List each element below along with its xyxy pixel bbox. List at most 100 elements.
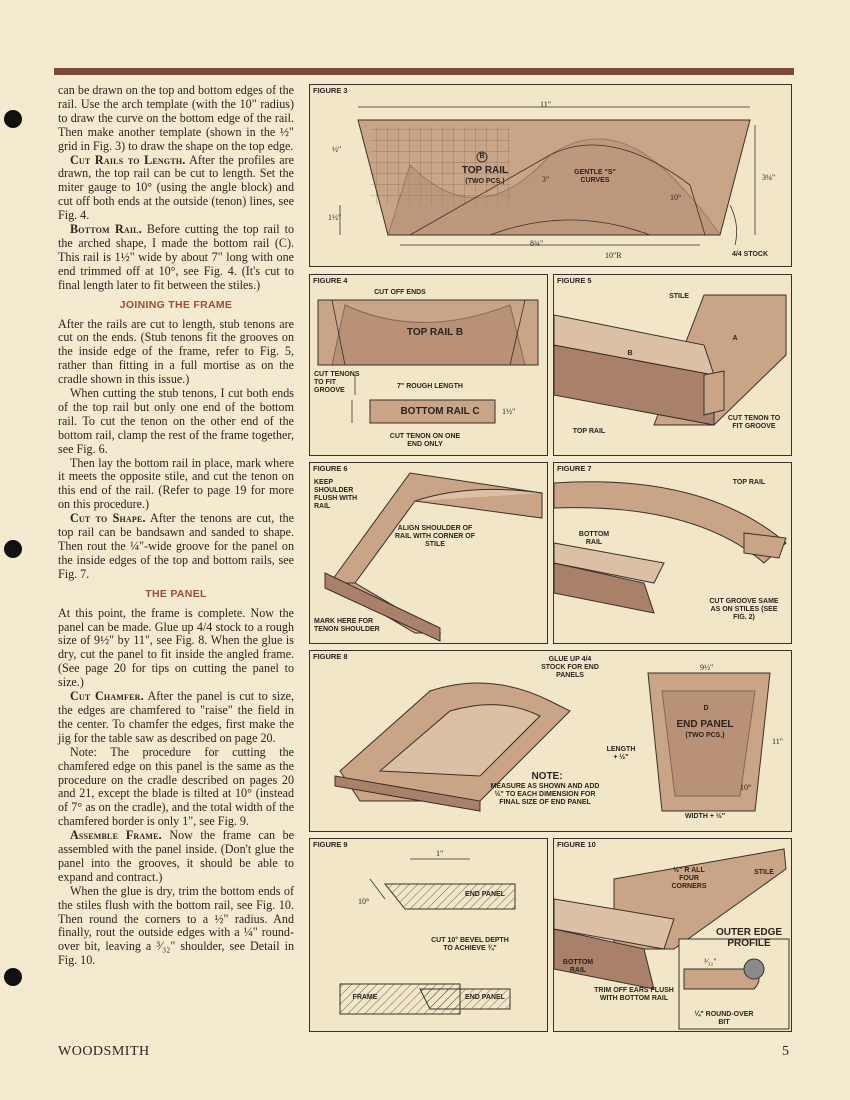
magazine-name: WOODSMITH bbox=[58, 1044, 150, 1059]
groove-note: CUT GROOVE SAME AS ON STILES (SEE FIG. 2… bbox=[709, 598, 779, 621]
figure-4-drawing bbox=[317, 299, 539, 424]
rough-length-note: 7" ROUGH LENGTH bbox=[397, 383, 463, 390]
tenons-note: CUT TENONS TO FIT GROOVE bbox=[314, 371, 360, 394]
binder-hole bbox=[4, 540, 22, 558]
bottom-rail-label: BOTTOM RAIL C bbox=[400, 406, 480, 417]
dim-8-75: 8¾" bbox=[530, 239, 544, 248]
paragraph: Then lay the bottom rail in place, mark … bbox=[58, 455, 294, 512]
stock-note: 4/4 STOCK bbox=[731, 251, 769, 258]
top-rail-label: TOP RAIL (TWO PCS.) bbox=[461, 165, 509, 185]
paragraph: Note: The procedure for cutting the cham… bbox=[58, 744, 294, 829]
run-in-head: Assemble Frame. bbox=[70, 828, 162, 843]
paragraph: When cutting the stub tenons, I cut both… bbox=[58, 386, 294, 456]
figure-label: FIGURE 9 bbox=[310, 839, 351, 850]
dim-11: 11" bbox=[540, 100, 551, 109]
figure-8: FIGURE 8 GLUE UP 4/4 STOCK FOR END PANEL… bbox=[309, 650, 792, 832]
paragraph: Cut to Shape. After the tenons are cut, … bbox=[58, 511, 295, 581]
bottom-rail-label: BOTTOM RAIL bbox=[562, 959, 594, 974]
cut-tenon-note: CUT TENON TO FIT GROOVE bbox=[727, 415, 781, 430]
figure-label: FIGURE 4 bbox=[310, 275, 351, 286]
figure-10: FIGURE 10 ½" R ALL FOUR CORNERS STILE OU… bbox=[553, 838, 792, 1032]
figure-6: FIGURE 6 KEEP SHOULDER FLUSH WITH RAIL A… bbox=[309, 462, 548, 644]
figure-6-drawing bbox=[324, 472, 543, 642]
dim-9-5: 9½" bbox=[700, 663, 714, 672]
paragraph: Assemble Frame. Now the frame can be ass… bbox=[58, 828, 295, 884]
dim-10-deg: 10° bbox=[358, 897, 370, 906]
figure-5-drawing bbox=[554, 294, 787, 426]
figure-8-drawing bbox=[334, 672, 771, 812]
figure-3: FIGURE 3 11" ½" TOP RAIL (TWO PCS.) bbox=[309, 84, 792, 267]
paragraph: At this point, the frame is complete. No… bbox=[58, 605, 294, 690]
dim-11: 11" bbox=[772, 737, 783, 746]
align-shoulder-note: ALIGN SHOULDER OF RAIL WITH CORNER OF ST… bbox=[395, 525, 475, 548]
figure-5: FIGURE 5 STILE A B TOP RAIL CUT TENON TO… bbox=[553, 274, 792, 456]
figure-9-drawing bbox=[339, 858, 516, 1015]
marker-b: B bbox=[627, 350, 633, 357]
glue-up-note: GLUE UP 4/4 STOCK FOR END PANELS bbox=[541, 656, 599, 679]
gentle-curves-note: GENTLE "S" CURVES bbox=[574, 169, 616, 184]
run-in-head: Cut Rails to Length. bbox=[70, 152, 186, 167]
frame-label: FRAME bbox=[352, 994, 378, 1001]
run-in-head: Cut to Shape. bbox=[70, 511, 146, 526]
dim-1-5: 1½" bbox=[328, 213, 342, 222]
figure-3-drawing bbox=[339, 106, 756, 246]
paragraph: Cut Chamfer. After the panel is cut to s… bbox=[58, 689, 294, 745]
end-panel-label: END PANEL (TWO PCS.) bbox=[676, 719, 734, 739]
cut-ends-note: CUT OFF ENDS bbox=[374, 289, 426, 296]
bevel-note: CUT 10° BEVEL DEPTH TO ACHIEVE ¾" bbox=[431, 937, 509, 952]
end-panel-label: END PANEL bbox=[465, 891, 505, 898]
stile-label: STILE bbox=[669, 293, 689, 300]
binder-hole bbox=[4, 110, 22, 128]
stile-label: STILE bbox=[754, 869, 774, 876]
roundover-note: ¼" ROUND-OVER BIT bbox=[694, 1011, 754, 1026]
figure-area: FIGURE 3 11" ½" TOP RAIL (TWO PCS.) bbox=[309, 84, 794, 1032]
figure-label: FIGURE 7 bbox=[554, 463, 595, 474]
mark-here-note: MARK HERE FOR TENON SHOULDER bbox=[314, 618, 380, 633]
dim-3: 3" bbox=[542, 175, 550, 184]
marker-d: D bbox=[703, 705, 709, 712]
marker-b: B bbox=[479, 153, 485, 160]
one-end-note: CUT TENON ON ONE END ONLY bbox=[389, 433, 461, 448]
radius-note: ½" R ALL FOUR CORNERS bbox=[671, 867, 707, 890]
profile-label: OUTER EDGE PROFILE bbox=[715, 927, 783, 949]
dim-half: ½" bbox=[332, 145, 342, 154]
run-in-head: Bottom Rail. bbox=[70, 222, 142, 237]
run-in-head: Cut Chamfer. bbox=[70, 689, 144, 704]
binder-hole bbox=[4, 968, 22, 986]
trim-note: TRIM OFF EARS FLUSH WITH BOTTOM RAIL bbox=[594, 987, 674, 1002]
figure-label: FIGURE 10 bbox=[554, 839, 599, 850]
figure-7-drawing bbox=[554, 481, 787, 614]
dim-1: 1" bbox=[436, 849, 444, 858]
header-rule bbox=[54, 68, 794, 75]
paragraph: can be drawn on the top and bottom edges… bbox=[58, 83, 294, 153]
paragraph: Bottom Rail. Before cutting the top rail… bbox=[58, 222, 294, 292]
figure-label: FIGURE 8 bbox=[310, 651, 351, 662]
width-note: WIDTH + ½" bbox=[684, 813, 726, 820]
figure-4: FIGURE 4 CUT OFF ENDS TOP RAIL B CUT TEN… bbox=[309, 274, 548, 456]
top-rail-label: TOP RAIL B bbox=[406, 327, 464, 338]
section-heading: JOINING THE FRAME bbox=[119, 298, 233, 311]
top-rail-label: TOP RAIL bbox=[572, 428, 606, 435]
figure-label: FIGURE 6 bbox=[310, 463, 351, 474]
keep-shoulder-note: KEEP SHOULDER FLUSH WITH RAIL bbox=[314, 479, 358, 510]
figure-9: FIGURE 9 1" 10° END PANEL CUT 10° BEVEL … bbox=[309, 838, 548, 1032]
page-number: 5 bbox=[782, 1044, 789, 1059]
dim-10r: 10"R bbox=[605, 251, 622, 260]
marker-a: A bbox=[732, 335, 738, 342]
figure-label: FIGURE 3 bbox=[310, 85, 351, 96]
dim-10-deg: 10° bbox=[670, 193, 682, 202]
paragraph: After the rails are cut to length, stub … bbox=[58, 316, 294, 387]
note-heading: NOTE: bbox=[531, 771, 563, 782]
figure-label: FIGURE 5 bbox=[554, 275, 595, 286]
dim-3-25: 3¼" bbox=[762, 173, 776, 182]
end-panel-label-2: END PANEL bbox=[465, 994, 505, 1001]
dim-1-5: 1½" bbox=[502, 407, 516, 416]
dim-3-32: ³⁄₃₂" bbox=[704, 957, 717, 966]
measure-note: MEASURE AS SHOWN AND ADD ½" TO EACH DIME… bbox=[490, 783, 600, 806]
length-note: LENGTH + ½" bbox=[606, 746, 636, 761]
paragraph: Cut Rails to Length. After the profiles … bbox=[58, 152, 294, 223]
top-rail-label: TOP RAIL bbox=[732, 479, 766, 486]
paragraph: When the glue is dry, trim the bottom en… bbox=[58, 883, 294, 968]
bottom-rail-label: BOTTOM RAIL bbox=[578, 531, 610, 546]
figure-7: FIGURE 7 TOP RAIL BOTTOM RAIL CUT GROOVE… bbox=[553, 462, 792, 644]
